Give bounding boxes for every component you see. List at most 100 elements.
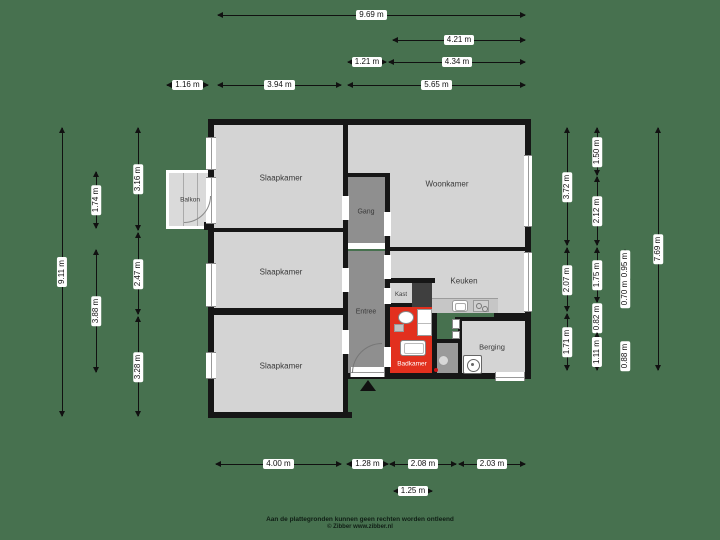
dimension-arrow: [336, 82, 342, 88]
kitchen-counter-block: [412, 283, 432, 307]
dimension-arrow: [59, 411, 65, 417]
dimension-label: 0.82 m: [592, 302, 602, 333]
dimension-label: 3.94 m: [264, 80, 295, 90]
dimension-label: 3.88 m: [91, 295, 101, 327]
dimension-line: 3.16 m: [132, 127, 144, 231]
dimension-arrow: [389, 461, 395, 467]
dimension-arrow: [520, 12, 526, 18]
dimension-arrow: [215, 461, 221, 467]
washbasin-bowl: [404, 343, 424, 354]
wall-segment: [343, 373, 462, 379]
dimension-arrow: [347, 82, 353, 88]
dimension-label: 2.47 m: [133, 258, 143, 289]
dimension-arrow: [93, 171, 99, 177]
dimension-arrow: [520, 82, 526, 88]
dimension-line: 9.11 m: [56, 127, 68, 417]
label-badkamer: Badkamer: [397, 360, 427, 368]
dimension-line: 2.47 m: [132, 232, 144, 315]
dimension-line: 0.70 m: [619, 277, 631, 309]
room-slaapkamer-top: [214, 125, 348, 228]
dimension-arrow: [594, 170, 600, 176]
room-slaapkamer-bot: [214, 315, 348, 412]
dimension-arrow: [381, 59, 387, 65]
wall-segment: [348, 173, 390, 177]
dimension-arrow: [203, 82, 209, 88]
label-entree: Entree: [355, 308, 377, 316]
dimension-arrow: [347, 59, 353, 65]
dimension-arrow: [135, 316, 141, 322]
door-opening: [384, 255, 391, 279]
label-berging: Berging: [479, 342, 505, 352]
dimension-arrow: [135, 225, 141, 231]
dimension-arrow: [93, 367, 99, 373]
label-slaapkamer-mid: Slaapkamer: [259, 267, 303, 277]
dimension-arrow: [427, 488, 433, 494]
sink-icon: [452, 300, 468, 312]
dimension-arrow: [135, 411, 141, 417]
dimension-arrow: [392, 37, 398, 43]
dimension-label: 9.11 m: [57, 257, 67, 287]
dimension-arrow: [520, 461, 526, 467]
label-gang: Gang: [357, 208, 375, 216]
dimension-label: 1.75 m: [592, 259, 602, 291]
door-opening: [342, 196, 349, 220]
label-kast: Kast: [394, 292, 408, 298]
dimension-arrow: [135, 127, 141, 133]
dimension-arrow: [93, 249, 99, 255]
door-opening: [348, 243, 385, 249]
dimension-line: 2.03 m: [458, 458, 526, 470]
dimension-arrow: [135, 232, 141, 238]
dimension-label: 2.07 m: [562, 264, 572, 295]
wall-segment: [494, 313, 531, 318]
dimension-line: 1.71 m: [561, 313, 573, 371]
wall-segment: [458, 317, 462, 373]
dimension-label: 4.21 m: [443, 35, 475, 45]
window: [524, 155, 532, 227]
shower-drain-icon: [438, 355, 449, 366]
dimension-line: 9.69 m: [217, 9, 526, 21]
wall-segment: [390, 247, 525, 251]
stove-icon: [473, 300, 489, 312]
dimension-label: 1.71 m: [562, 326, 572, 358]
dimension-line: 1.21 m: [347, 56, 387, 68]
wall-segment: [214, 228, 348, 232]
wall-segment: [455, 317, 531, 321]
dimension-label: 4.00 m: [263, 459, 294, 469]
dimension-label: 2.03 m: [476, 459, 508, 469]
dimension-label: 2.08 m: [407, 459, 439, 469]
dimension-label: 1.11 m: [592, 336, 602, 367]
dimension-arrow: [594, 127, 600, 133]
toilet-cistern: [394, 324, 404, 332]
dimension-arrow: [655, 365, 661, 371]
wall-segment: [204, 222, 214, 230]
dimension-label: 1.74 m: [91, 184, 101, 216]
window: [206, 263, 216, 307]
footer-disclaimer: Aan de plattegronden kunnen geen rechten…: [0, 516, 720, 530]
entrance-arrow-icon: [360, 380, 376, 391]
dimension-line: 2.12 m: [591, 176, 603, 246]
balkon-pane-line: [183, 173, 184, 226]
dimension-arrow: [520, 59, 526, 65]
dimension-label: 1.50 m: [592, 136, 602, 167]
window: [206, 352, 216, 379]
sink-basin: [455, 303, 466, 311]
wall-segment: [458, 373, 531, 379]
washer-drum: [467, 359, 480, 372]
dimension-arrow: [594, 240, 600, 246]
wall-segment: [208, 412, 352, 418]
dimension-label: 3.72 m: [562, 171, 572, 202]
dimension-line: 3.88 m: [90, 249, 102, 373]
dimension-line: 4.00 m: [215, 458, 342, 470]
dimension-arrow: [336, 461, 342, 467]
door-opening: [384, 347, 391, 367]
dimension-line: 1.74 m: [90, 171, 102, 229]
dimension-label: 9.69 m: [356, 10, 387, 20]
dimension-line: 0.95 m: [619, 249, 631, 281]
red-marker-dot: [434, 368, 438, 372]
wall-segment: [390, 278, 435, 283]
dimension-arrow: [388, 59, 394, 65]
dimension-arrow: [564, 313, 570, 319]
burner: [482, 306, 488, 312]
cabinet-divider: [418, 323, 431, 324]
